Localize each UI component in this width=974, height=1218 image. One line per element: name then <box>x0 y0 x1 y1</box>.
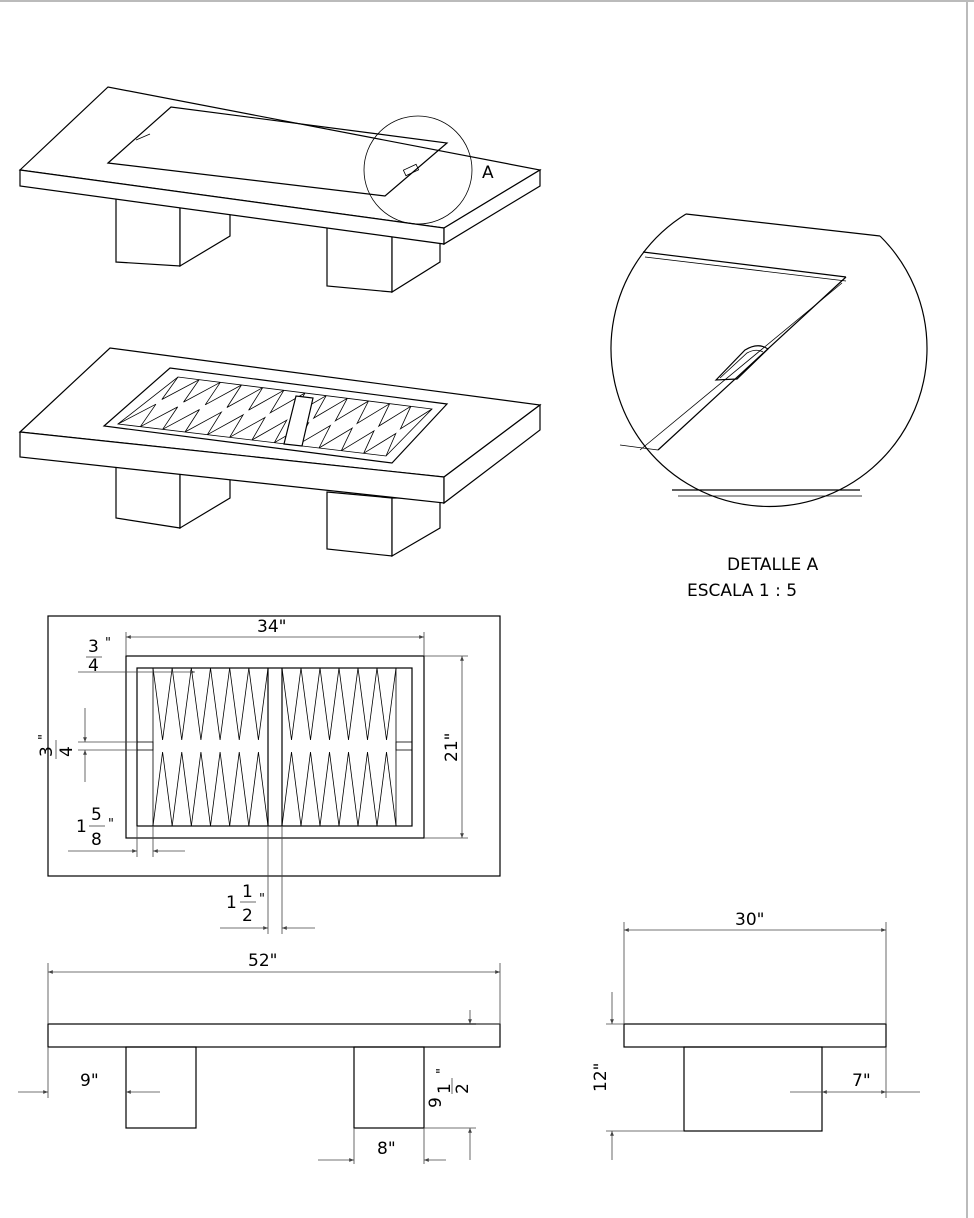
board-point <box>171 751 192 827</box>
board-point <box>338 751 359 827</box>
iso-board-point <box>356 400 390 425</box>
board-point <box>376 751 397 827</box>
dim-3-4-side-unit: " <box>37 734 52 740</box>
iso-board-point <box>363 432 397 457</box>
board-point <box>248 667 269 741</box>
top-view-recess <box>125 655 425 839</box>
board-point <box>319 667 340 741</box>
iso-board-point <box>226 384 263 408</box>
board-point <box>210 751 231 827</box>
iso-board-point <box>229 416 267 441</box>
dim-34: 34" <box>257 617 286 637</box>
iso-board-point <box>312 395 348 420</box>
iso-board-points <box>117 376 433 457</box>
board-point <box>376 667 397 741</box>
dim-1-5-8-unit: " <box>108 817 114 832</box>
side-view: 30" 12" 7" <box>591 910 920 1160</box>
iso-board-point <box>184 411 223 435</box>
board-point <box>248 751 269 827</box>
dim-3-4-top-unit: " <box>105 636 111 651</box>
detail-title: DETALLE A <box>727 555 819 575</box>
dim-3-4-top-den: 4 <box>88 656 99 676</box>
board-point <box>300 751 321 827</box>
dim-12: 12" <box>591 1063 611 1092</box>
iso-board-point <box>377 403 412 428</box>
iso-view-closed: A <box>18 86 542 294</box>
board-point <box>281 751 302 827</box>
board-point <box>152 751 173 827</box>
dim-21: 21" <box>442 733 462 762</box>
dim-30: 30" <box>735 910 764 930</box>
detail-callout-letter: A <box>482 163 494 183</box>
dim-1-1-2-unit: " <box>259 892 265 907</box>
top-view-outline <box>47 615 501 877</box>
side-top <box>623 1023 887 1048</box>
iso-board-point <box>248 387 285 411</box>
top-view: 34" 21" 3 4 " 3 4 " 1 5 8 " <box>37 615 501 934</box>
front-leg-left <box>125 1046 197 1129</box>
board-point <box>300 667 321 741</box>
iso-board-point <box>117 403 157 427</box>
iso-board-point <box>296 424 332 449</box>
dim-3-4-side-num: 3 <box>37 746 57 757</box>
board-point <box>190 751 211 827</box>
dim-9-1-2-whole: 9 <box>426 1097 446 1108</box>
iso-board-point <box>207 413 245 438</box>
iso-board-point <box>183 379 221 403</box>
dim-3-4-side-den: 4 <box>57 746 77 757</box>
dim-9-1-2-unit: " <box>435 1068 450 1074</box>
iso-board-point <box>318 427 354 451</box>
front-view: 52" 9" 8" 9 1 2 " <box>18 951 501 1164</box>
board-point <box>190 667 211 741</box>
top-board-points <box>152 667 397 827</box>
board-point <box>357 667 378 741</box>
iso-board-point <box>162 409 200 433</box>
dim-1-1-2-whole: 1 <box>226 893 237 913</box>
board-point <box>281 667 302 741</box>
board-point <box>152 667 173 741</box>
board-point <box>171 667 192 741</box>
dim-7: 7" <box>852 1071 871 1091</box>
detail-scale: ESCALA 1 : 5 <box>687 581 797 601</box>
dim-1-5-8-num: 5 <box>91 805 102 825</box>
dim-3-4-top-num: 3 <box>88 637 99 657</box>
iso-board-point <box>341 429 375 454</box>
front-leg-right <box>353 1046 425 1129</box>
iso-board-point <box>334 398 369 422</box>
iso-board-point <box>269 390 306 414</box>
dim-8: 8" <box>377 1139 396 1159</box>
iso-board-point <box>204 382 242 406</box>
front-top <box>47 1023 501 1048</box>
dim-52: 52" <box>248 951 277 971</box>
board-point <box>357 751 378 827</box>
iso-board-point <box>140 406 179 430</box>
dim-9-1-2-num: 1 <box>435 1083 455 1094</box>
board-point <box>229 667 250 741</box>
board-point <box>210 667 231 741</box>
dim-1-5-8-den: 8 <box>91 830 102 850</box>
dim-1-1-2-num: 1 <box>242 882 253 902</box>
board-point <box>319 751 340 827</box>
dim-1-5-8-whole: 1 <box>76 817 87 837</box>
iso-board-point <box>251 419 288 443</box>
iso-view-open <box>18 347 542 558</box>
board-point <box>229 751 250 827</box>
dim-9: 9" <box>80 1071 99 1091</box>
dim-1-1-2-den: 2 <box>242 906 253 926</box>
iso-board-point <box>399 406 433 430</box>
iso-board-point <box>161 376 200 400</box>
detail-a-view: DETALLE A ESCALA 1 : 5 <box>610 213 928 601</box>
side-leg <box>683 1046 823 1132</box>
board-point <box>338 667 359 741</box>
dim-9-1-2-den: 2 <box>453 1083 473 1094</box>
detail-callout-circle <box>363 115 473 225</box>
